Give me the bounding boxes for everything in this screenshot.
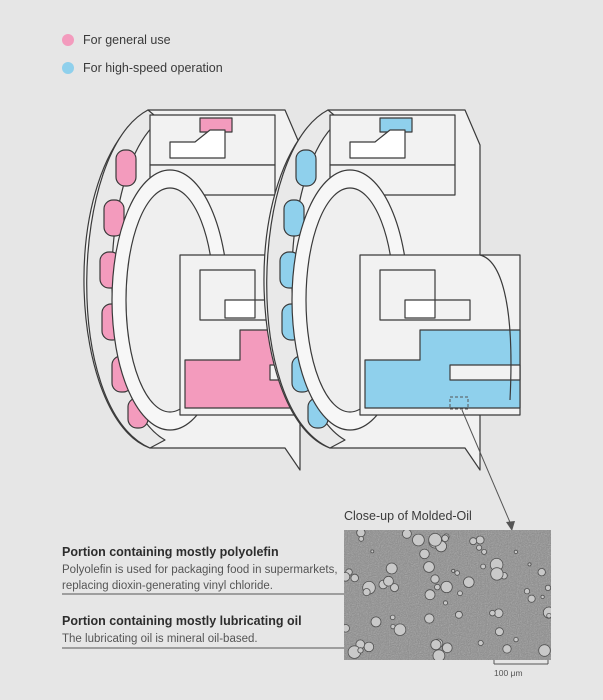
oil-droplet [344, 572, 351, 582]
oil-droplet [502, 644, 512, 654]
polyolefin-line-1: Polyolefin is used for packaging food in… [62, 564, 338, 576]
oil-droplet [358, 536, 365, 542]
oil-droplet [540, 594, 545, 600]
oil-droplet [390, 583, 399, 592]
legend-blue-dot [62, 62, 74, 74]
oil-droplet [451, 568, 456, 573]
oil-droplet [527, 594, 536, 603]
oil-droplet [477, 640, 484, 647]
oil-droplet [440, 580, 453, 594]
oil-droplet [527, 562, 532, 567]
legend-item-general: For general use [62, 26, 223, 54]
oil-droplet [430, 639, 442, 651]
closeup-title: Close-up of Molded-Oil [344, 509, 472, 523]
oil-droplet [385, 562, 398, 575]
scale-label: 100 μm [494, 668, 523, 678]
polyolefin-heading: Portion containing mostly polyolefin [62, 545, 279, 559]
oil-droplet [423, 561, 435, 573]
oil-droplet [480, 563, 486, 570]
oil-droplet [455, 610, 463, 619]
oil-droplet [537, 568, 546, 577]
oil-heading: Portion containing mostly lubricating oi… [62, 614, 302, 628]
oil-droplet [513, 637, 519, 643]
oil-droplet [489, 609, 496, 617]
micrograph-image [344, 530, 551, 660]
oil-droplet [443, 600, 449, 606]
oil-droplet [412, 533, 425, 547]
polyolefin-line-2: replacing dioxin-generating vinyl chlori… [62, 580, 273, 592]
oil-droplet [475, 535, 485, 545]
oil-droplet [490, 567, 504, 581]
legend-item-high-speed: For high-speed operation [62, 54, 223, 82]
oil-droplet [356, 530, 366, 538]
legend-pink-dot [62, 34, 74, 46]
oil-droplet [370, 616, 382, 628]
polyolefin-description: Polyolefin is used for packaging food in… [62, 562, 352, 594]
oil-droplet [442, 642, 453, 654]
oil-droplet [469, 537, 478, 546]
oil-droplet [481, 548, 488, 555]
oil-droplet [383, 575, 394, 587]
oil-droplet [538, 644, 551, 657]
oil-droplet [424, 613, 435, 624]
oil-droplet [493, 608, 504, 618]
legend-label-general: For general use [83, 33, 171, 47]
closeup-leader-line [461, 409, 513, 528]
oil-droplet [344, 624, 350, 633]
oil-droplet [463, 576, 475, 588]
oil-droplet [402, 530, 412, 539]
oil-droplet [390, 614, 396, 621]
oil-droplet [430, 574, 440, 584]
oil-droplet [419, 548, 430, 560]
polyolefin-annotation: Portion containing mostly polyolefin Pol… [62, 544, 352, 594]
oil-droplet [357, 647, 364, 654]
oil-droplet [494, 627, 504, 637]
oil-droplet [424, 589, 436, 601]
oil-droplet [350, 573, 359, 583]
closeup-arrowhead [506, 521, 515, 531]
oil-droplet [428, 533, 442, 547]
oil-droplet [434, 583, 441, 591]
oil-droplet [523, 588, 531, 595]
legend: For general use For high-speed operation [62, 26, 223, 82]
oil-droplet [362, 588, 371, 597]
oil-description: The lubricating oil is mineral oil-based… [62, 631, 352, 647]
legend-label-high-speed: For high-speed operation [83, 61, 223, 75]
oil-line-1: The lubricating oil is mineral oil-based… [62, 633, 258, 645]
oil-droplet [363, 641, 375, 653]
oil-droplet [432, 649, 446, 660]
oil-droplet [454, 570, 460, 576]
blue-oil-fill [364, 329, 521, 409]
oil-droplet [393, 623, 407, 636]
oil-droplet [546, 613, 551, 619]
blue-bearing [263, 109, 521, 471]
oil-annotation: Portion containing mostly lubricating oi… [62, 613, 352, 647]
oil-droplet [544, 584, 551, 591]
oil-droplet [441, 534, 449, 542]
oil-droplet [370, 549, 375, 554]
oil-droplet [513, 549, 518, 554]
oil-droplet [457, 590, 463, 597]
oil-droplet [476, 544, 483, 551]
